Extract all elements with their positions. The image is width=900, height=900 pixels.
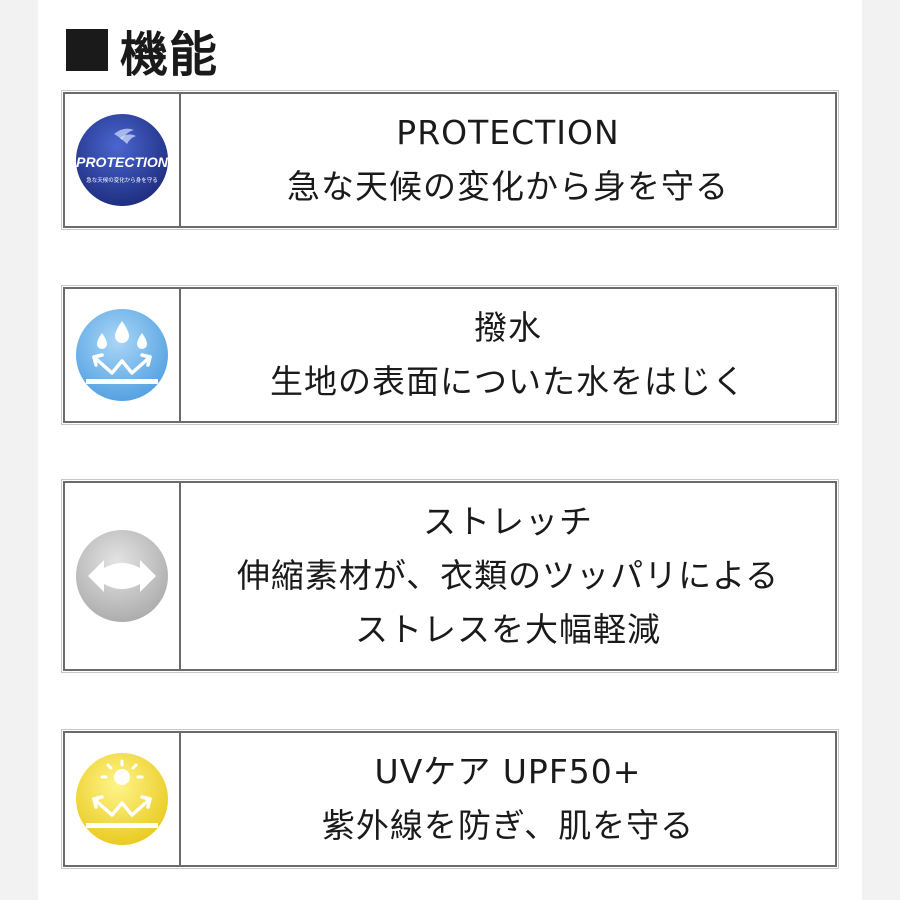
feature-row-uv-care: UVケア UPF50+ 紫外線を防ぎ、肌を守る <box>61 729 839 869</box>
feature-icon-cell <box>65 733 181 865</box>
feature-row-water-repellent: 撥水 生地の表面についた水をはじく <box>61 285 839 425</box>
water-repellent-icon <box>76 309 168 401</box>
feature-row-protection: PROTECTION 急な天候の変化から身を守る PROTECTION 急な天候… <box>61 90 839 230</box>
protection-badge-caption: 急な天候の変化から身を守る <box>86 176 158 184</box>
feature-icon-cell <box>65 483 181 669</box>
feature-icon-cell <box>65 289 181 421</box>
heading-square-icon <box>66 29 108 71</box>
feature-description-line: 生地の表面についた水をはじく <box>270 362 746 401</box>
feature-icon-cell: PROTECTION 急な天候の変化から身を守る <box>65 94 181 226</box>
feature-text-cell: UVケア UPF50+ 紫外線を防ぎ、肌を守る <box>181 733 835 865</box>
feature-text-cell: PROTECTION 急な天候の変化から身を守る <box>181 94 835 226</box>
feature-description-line: 急な天候の変化から身を守る <box>287 167 729 206</box>
feature-description-line: 伸縮素材が、衣類のツッパリによる <box>236 556 780 595</box>
uv-care-icon <box>76 753 168 845</box>
stretch-icon <box>76 530 168 622</box>
feature-description-line: ストレスを大幅軽減 <box>355 610 661 649</box>
feature-title: 撥水 <box>474 308 542 347</box>
feature-text-cell: ストレッチ 伸縮素材が、衣類のツッパリによる ストレスを大幅軽減 <box>181 483 835 669</box>
feature-row-stretch: ストレッチ 伸縮素材が、衣類のツッパリによる ストレスを大幅軽減 <box>61 479 839 673</box>
feature-title: UVケア UPF50+ <box>374 752 642 791</box>
feature-title: ストレッチ <box>423 502 593 541</box>
protection-badge-icon: PROTECTION 急な天候の変化から身を守る <box>76 114 169 206</box>
section-heading-label: 機能 <box>120 27 219 83</box>
section-heading: 機能 <box>66 18 219 83</box>
protection-badge-label: PROTECTION <box>76 154 169 170</box>
feature-description-line: 紫外線を防ぎ、肌を守る <box>321 806 695 845</box>
feature-title: PROTECTION <box>396 113 620 152</box>
feature-text-cell: 撥水 生地の表面についた水をはじく <box>181 289 835 421</box>
